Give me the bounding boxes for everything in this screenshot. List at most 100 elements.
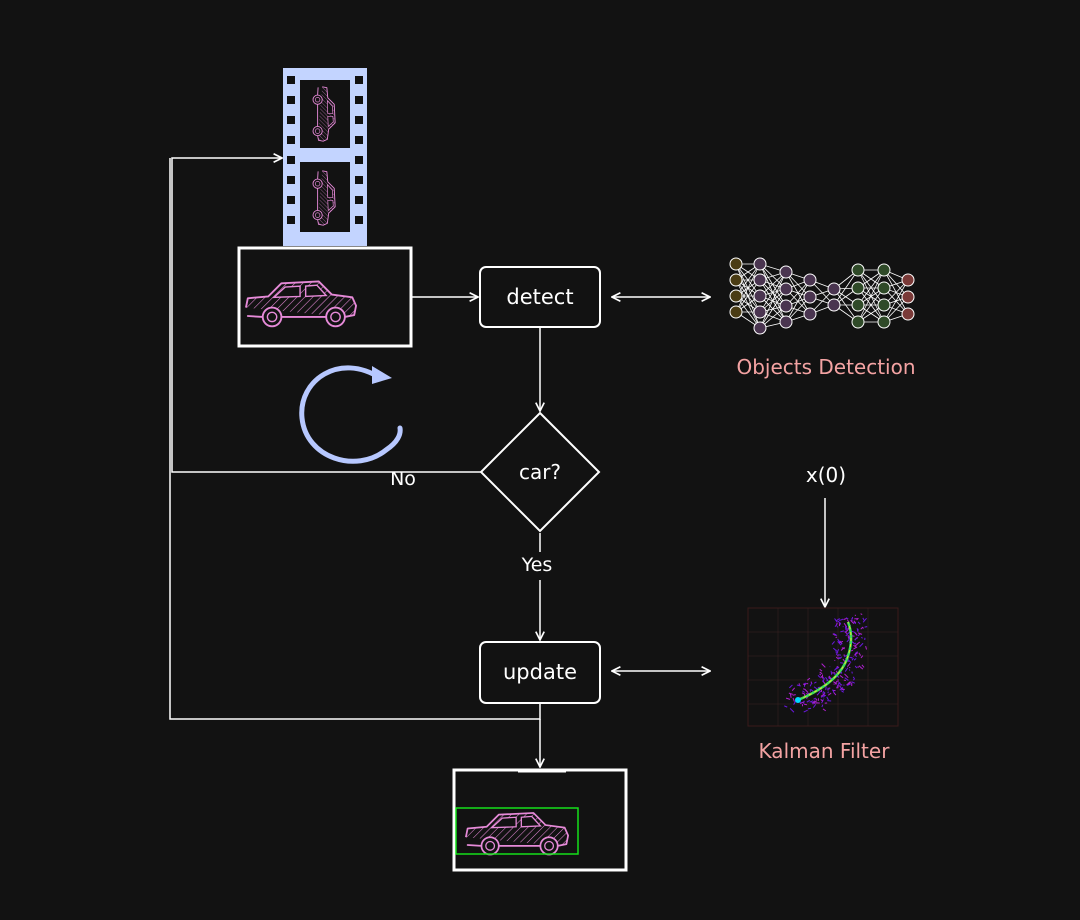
output-frame	[452, 768, 628, 872]
kalman-scatter-mark	[789, 684, 793, 689]
kalman-scatter-mark	[844, 627, 847, 631]
kalman-scatter-mark	[788, 692, 793, 695]
no-label: No	[390, 468, 416, 490]
kalman-scatter-mark	[843, 622, 848, 628]
kalman-scatter-mark	[785, 697, 791, 700]
nn-edge	[759, 271, 787, 313]
kalman-scatter-mark	[858, 652, 862, 656]
kalman-scatter-mark	[853, 646, 858, 650]
kalman-scatter-mark	[802, 683, 806, 686]
kalman-scatter-mark	[815, 700, 818, 702]
kalman-scatter-mark	[838, 657, 842, 659]
kalman-scatter-mark	[844, 631, 848, 634]
edge-no-loop	[171, 158, 481, 473]
kalman-scatter-mark	[857, 633, 861, 637]
kalman-scatter-mark	[804, 682, 807, 685]
kalman-scatter-mark	[823, 694, 826, 697]
kalman-scatter-mark	[844, 677, 849, 681]
kalman-scatter-mark	[860, 613, 863, 615]
kalman-scatter-mark	[861, 664, 865, 668]
detect-label: detect	[506, 285, 573, 309]
bounding-box	[455, 807, 579, 855]
nn-edge	[833, 269, 859, 306]
kalman-scatter-plot-icon	[747, 607, 899, 727]
nn-node	[779, 282, 793, 296]
connectors	[169, 158, 825, 767]
kalman-scatter-mark	[838, 682, 843, 686]
update-label: update	[503, 660, 577, 684]
nn-node	[877, 281, 891, 295]
kalman-scatter-mark	[806, 699, 811, 703]
kalman-scatter-mark	[839, 618, 844, 622]
kalman-scatter-mark	[856, 641, 861, 645]
kalman-scatter-mark	[815, 698, 818, 701]
nn-edge	[857, 269, 885, 323]
kalman-scatter-mark	[784, 705, 788, 708]
kalman-scatter-mark	[833, 666, 838, 671]
decision-node: car?	[479, 411, 601, 533]
nn-edge	[857, 269, 885, 306]
nn-node	[779, 299, 793, 313]
kalman-scatter-mark	[851, 681, 855, 684]
nn-edge	[735, 263, 761, 297]
kalman-scatter-mark	[817, 690, 822, 696]
kalman-scatter-mark	[820, 693, 826, 697]
kalman-scatter-mark	[839, 640, 844, 644]
kalman-scatter-mark	[832, 689, 835, 694]
objects-detection-label: Objects Detection	[736, 355, 915, 379]
nn-node	[851, 298, 865, 312]
initial-state-label: x(0)	[806, 463, 846, 487]
nn-edge	[735, 279, 761, 313]
nn-node	[901, 273, 915, 287]
kalman-scatter-mark	[843, 617, 847, 620]
kalman-scatter-mark	[853, 658, 857, 661]
kalman-scatter-mark	[846, 627, 850, 632]
kalman-scatter-mark	[859, 642, 864, 648]
edge-update-loop	[169, 158, 541, 720]
kalman-scatter-mark	[860, 626, 864, 630]
kalman-scatter-mark	[862, 618, 867, 623]
kalman-scatter-mark	[803, 703, 808, 706]
nn-edge	[735, 263, 761, 313]
kalman-scatter-mark	[860, 655, 864, 659]
kalman-scatter-mark	[853, 621, 857, 625]
kalman-scatter-mark	[833, 681, 838, 685]
kalman-scatter-mark	[804, 688, 809, 693]
kalman-scatter-mark	[822, 708, 827, 712]
kalman-scatter-mark	[848, 635, 851, 640]
kalman-scatter-mark	[840, 630, 845, 633]
nn-node	[779, 265, 793, 279]
loop-arrow-icon	[299, 365, 403, 464]
kalman-scatter-mark	[846, 683, 852, 686]
nn-edge	[759, 271, 787, 329]
kalman-scatter-mark	[802, 690, 805, 693]
nn-node	[803, 290, 817, 304]
kalman-scatter-mark	[821, 663, 826, 668]
kalman-scatter-mark	[826, 679, 829, 682]
nn-edge	[833, 288, 859, 323]
kalman-scatter-mark	[806, 677, 811, 681]
kalman-scatter-mark	[827, 692, 832, 696]
detect-node: detect	[479, 266, 601, 328]
kalman-scatter-mark	[865, 645, 867, 650]
nn-node	[877, 298, 891, 312]
nn-node	[803, 273, 817, 287]
kalman-scatter-mark	[834, 618, 838, 623]
kalman-scatter-mark	[851, 657, 854, 661]
kalman-scatter-mark	[837, 620, 842, 624]
kalman-scatter-mark	[850, 619, 855, 624]
kalman-scatter-mark	[858, 665, 862, 669]
kalman-scatter-mark	[833, 672, 836, 675]
kalman-scatter-mark	[823, 697, 825, 699]
kalman-scatter-mark	[834, 624, 838, 627]
kalman-scatter-mark	[833, 633, 838, 636]
nn-node	[753, 289, 767, 303]
nn-node	[753, 273, 767, 287]
film-strip-icon	[283, 68, 367, 246]
kalman-scatter-mark	[857, 621, 861, 625]
kalman-scatter-mark	[835, 636, 838, 639]
kalman-scatter-mark	[820, 698, 824, 702]
update-node: update	[479, 641, 601, 704]
nn-node	[827, 298, 841, 312]
